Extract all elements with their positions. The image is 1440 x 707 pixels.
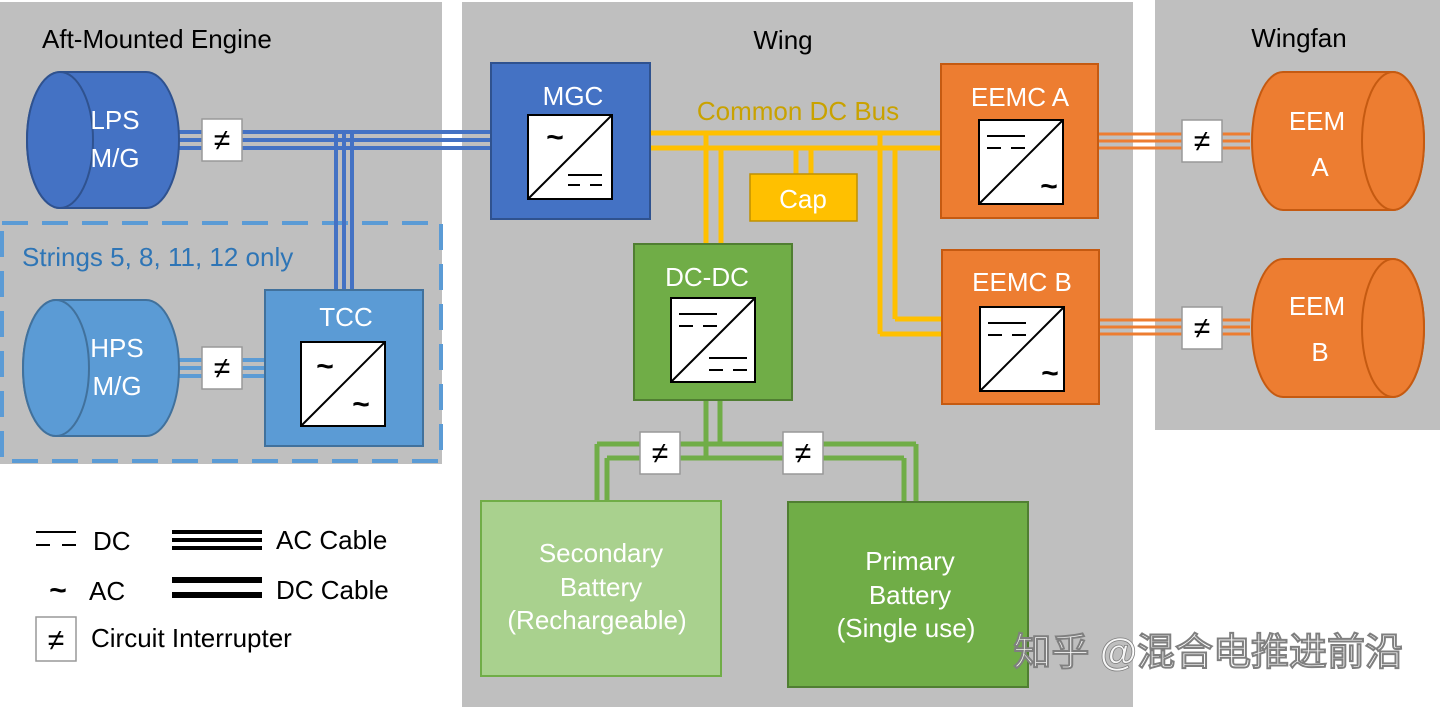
svg-text:≠: ≠ [214, 124, 230, 157]
svg-text:M/G: M/G [92, 371, 141, 401]
eem-b-motor: EEM B [1251, 258, 1425, 398]
svg-text:≠: ≠ [1194, 312, 1210, 345]
wing-region-title: Wing [753, 25, 812, 55]
svg-text:TCC: TCC [319, 302, 372, 332]
svg-text:Primary: Primary [865, 546, 955, 576]
svg-text:B: B [1311, 337, 1328, 367]
common-dc-bus-label: Common DC Bus [697, 96, 899, 126]
eemc-a-converter: EEMC A ~ [940, 63, 1099, 219]
svg-text:EEM: EEM [1289, 291, 1345, 321]
hps-motor-generator: HPS M/G [22, 299, 180, 437]
legend-ac-label: AC [89, 576, 125, 606]
watermark: 知乎 @混合电推进前沿 [1013, 632, 1403, 674]
strings-note: Strings 5, 8, 11, 12 only [22, 242, 293, 272]
legend-ac-cable-symbol [172, 530, 262, 550]
svg-text:~: ~ [1041, 357, 1059, 390]
ac-cable-eemc-b-eem-b [1098, 318, 1250, 336]
svg-text:~: ~ [1040, 170, 1058, 203]
capacitor: Cap [749, 173, 858, 222]
svg-text:~: ~ [316, 350, 334, 383]
mgc-converter: MGC ~ [490, 62, 651, 220]
svg-text:(Rechargeable): (Rechargeable) [507, 605, 686, 635]
wingfan-region-title: Wingfan [1251, 23, 1346, 53]
legend-dc-cable-symbol [172, 577, 262, 598]
svg-text:A: A [1311, 152, 1329, 182]
svg-text:~: ~ [352, 388, 370, 421]
svg-text:Cap: Cap [779, 184, 827, 214]
eemc-b-converter: EEMC B ~ [941, 249, 1100, 405]
svg-text:EEM: EEM [1289, 106, 1345, 136]
svg-text:~: ~ [546, 121, 564, 154]
legend-interrupter-symbol: ≠ [35, 616, 77, 662]
lps-motor-generator: LPS M/G [26, 71, 180, 209]
svg-text:≠: ≠ [795, 437, 811, 470]
ac-cable-eemc-a-eem-a [1098, 132, 1250, 150]
circuit-interrupter-hps: ≠ [201, 346, 243, 390]
svg-text:EEMC B: EEMC B [972, 267, 1072, 297]
legend-interrupter-label: Circuit Interrupter [91, 623, 292, 653]
svg-text:Secondary: Secondary [539, 538, 663, 568]
legend-ac-cable-label: AC Cable [276, 525, 387, 555]
circuit-interrupter-eem-b: ≠ [1181, 306, 1223, 350]
legend-dc-cable-label: DC Cable [276, 575, 389, 605]
primary-battery: Primary Battery (Single use) [787, 501, 1029, 688]
dcdc-converter: DC-DC [633, 243, 793, 401]
svg-text:M/G: M/G [90, 143, 139, 173]
legend-ac-symbol: ~ [49, 574, 67, 607]
dc-bus-cables [650, 130, 942, 337]
svg-text:HPS: HPS [90, 333, 143, 363]
svg-text:Battery: Battery [560, 572, 642, 602]
svg-text:≠: ≠ [214, 352, 230, 385]
legend: DC ~ AC AC Cable DC Cable ≠ Circuit Inte… [35, 525, 389, 662]
svg-text:Battery: Battery [869, 580, 951, 610]
svg-text:MGC: MGC [543, 81, 604, 111]
svg-text:LPS: LPS [90, 105, 139, 135]
circuit-interrupter-primary: ≠ [782, 431, 824, 475]
svg-text:≠: ≠ [652, 437, 668, 470]
tcc-converter: TCC ~ ~ [264, 289, 424, 447]
secondary-battery: Secondary Battery (Rechargeable) [480, 500, 722, 677]
svg-text:DC-DC: DC-DC [665, 262, 749, 292]
strings-dashed-boundary [0, 221, 443, 463]
svg-text:(Single use): (Single use) [837, 613, 976, 643]
svg-text:≠: ≠ [1194, 125, 1210, 158]
circuit-interrupter-secondary: ≠ [639, 431, 681, 475]
circuit-interrupter-lps: ≠ [201, 118, 243, 162]
eem-a-motor: EEM A [1251, 71, 1425, 211]
ac-cable-tcc-riser [334, 132, 354, 290]
circuit-interrupter-eem-a: ≠ [1181, 119, 1223, 163]
legend-dc-label: DC [93, 526, 131, 556]
legend-dc-symbol [36, 531, 76, 546]
svg-text:≠: ≠ [48, 624, 64, 657]
svg-text:EEMC A: EEMC A [971, 82, 1070, 112]
engine-region-title: Aft-Mounted Engine [42, 24, 272, 54]
